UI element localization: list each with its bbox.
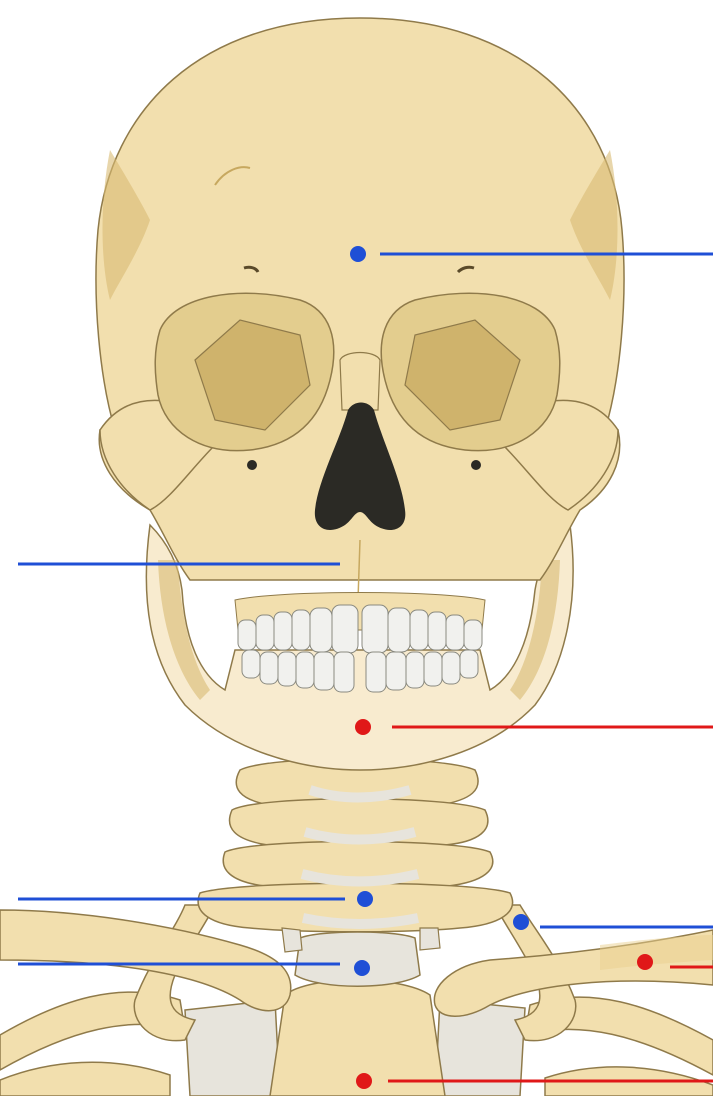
frontal-bone-dot[interactable] (350, 246, 366, 262)
vertebra-c6 (295, 932, 420, 986)
upper-tooth (464, 620, 482, 650)
left-transverse-joint (282, 928, 302, 952)
upper-sternum-dot[interactable] (354, 960, 370, 976)
upper-tooth (274, 612, 292, 650)
cervical-vertebra-dot[interactable] (357, 891, 373, 907)
lower-tooth (460, 650, 478, 678)
upper-tooth (388, 608, 410, 652)
upper-tooth (446, 615, 464, 650)
sternum-dot[interactable] (356, 1073, 372, 1089)
right-transverse-joint (420, 928, 440, 950)
upper-tooth (428, 612, 446, 650)
right-infraorbital-foramen (471, 460, 481, 470)
left-rib-cartilage (185, 1000, 280, 1096)
lower-tooth (242, 650, 260, 678)
lower-tooth (260, 652, 278, 684)
upper-tooth (256, 615, 274, 650)
left-lower-rib (0, 1062, 170, 1096)
lower-tooth (442, 652, 460, 684)
clavicle-dot[interactable] (637, 954, 653, 970)
lower-tooth (314, 652, 334, 690)
lower-tooth (406, 652, 424, 688)
upper-tooth (332, 605, 358, 653)
mandible-dot[interactable] (355, 719, 371, 735)
upper-tooth (292, 610, 310, 650)
first-rib-dot[interactable] (513, 914, 529, 930)
upper-tooth (238, 620, 256, 650)
lower-tooth (334, 652, 354, 692)
lower-tooth (366, 652, 386, 692)
nasal-bone (340, 353, 380, 411)
upper-tooth (310, 608, 332, 652)
upper-tooth (362, 605, 388, 653)
upper-tooth (410, 610, 428, 650)
first-rib-marker[interactable] (513, 914, 713, 930)
lower-tooth (278, 652, 296, 686)
lower-tooth (296, 652, 314, 688)
lower-tooth (424, 652, 442, 686)
lower-tooth (386, 652, 406, 690)
left-infraorbital-foramen (247, 460, 257, 470)
